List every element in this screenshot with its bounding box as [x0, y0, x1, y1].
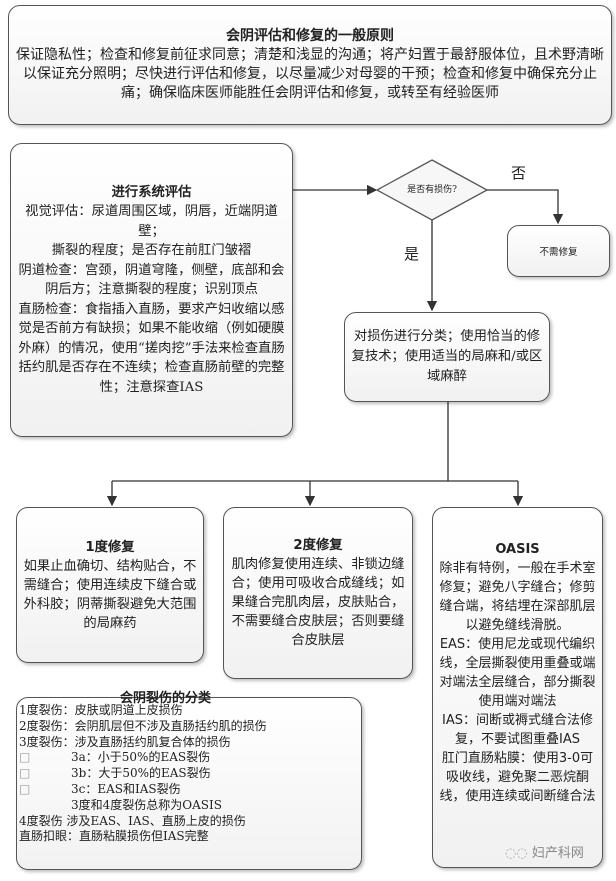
- no-repair-text: 不需修复: [539, 247, 578, 258]
- oasis-p2: EAS：使用尼龙或现代编织线，全层撕裂使用重叠或端对端法全层缝合，部分撕裂使用端…: [439, 636, 596, 709]
- degree1-box: 1度修复 如果止血确切、结构贴合，不需缝合；使用连续皮下缝合或外科胶；阴蒂撕裂避…: [16, 507, 204, 663]
- classification-row-text: 3度裂伤：涉及直肠括约肌复合体的损伤: [19, 734, 231, 749]
- principles-body: 保证隐私性；检查和修复前征求同意；清楚和浅显的沟通；将产妇置于最舒服体位，且术野…: [16, 47, 604, 101]
- degree1-title: 1度修复: [85, 539, 135, 555]
- decision-question: 是否有损伤?: [407, 185, 457, 195]
- oasis-p3: IAS：间断或褥式缝合法修复，不要试图重叠IAS: [442, 712, 593, 747]
- classification-row-text: 3度和4度裂伤总称为OASIS: [71, 797, 222, 812]
- watermark-text: 妇产科网: [531, 846, 584, 861]
- classification-row-text: 3b：大于50%的EAS裂伤: [71, 766, 211, 781]
- assessment-title: 进行系统评估: [111, 184, 192, 200]
- degree2-title: 2度修复: [293, 538, 343, 553]
- no-label: 否: [511, 164, 527, 182]
- oasis-title: OASIS: [495, 541, 540, 557]
- classification-row: 2度裂伤：会阴肌层但不涉及直肠括约肌的损伤: [19, 719, 359, 735]
- watermark: ◌◌ 妇产科网: [505, 842, 584, 861]
- classification-row: 直肠扣眼：直肠粘膜损伤但IAS完整: [19, 829, 359, 845]
- classification-row: 1度裂伤：皮肤或阴道上皮损伤: [19, 703, 359, 719]
- checkbox-bullet-icon: [19, 798, 71, 814]
- yes-label: 是: [404, 245, 420, 263]
- classification-row-text: 4度裂伤 涉及EAS、IAS、直肠上皮的损伤: [19, 813, 246, 828]
- classification-row: 4度裂伤 涉及EAS、IAS、直肠上皮的损伤: [19, 814, 359, 830]
- checkbox-bullet-icon: □: [19, 750, 31, 765]
- oasis-p1: 除非有特例，一般在手术室修复；避免八字缝合；修剪缝合端，将结埋在深部肌层以避免缝…: [439, 560, 596, 633]
- principles-box: 会阴评估和修复的一般原则 保证隐私性；检查和修复前征求同意；清楚和浅显的沟通；将…: [8, 5, 612, 125]
- no-repair-box: 不需修复: [507, 225, 610, 277]
- wechat-icon: ◌◌: [505, 846, 532, 861]
- degree2-box: 2度修复 肌肉修复使用连续、非锁边缝合；使用可吸收合成缝线；如果缝合完肌肉层，皮…: [223, 507, 413, 679]
- checkbox-bullet-icon: □: [19, 781, 31, 796]
- classify-text: 对损伤进行分类；使用恰当的修复技术；使用适当的局麻和/或区域麻醉: [351, 329, 543, 384]
- classification-row: □ 3b：大于50%的EAS裂伤: [19, 766, 359, 782]
- classification-row-text: 1度裂伤：皮肤或阴道上皮损伤: [19, 703, 183, 717]
- degree1-body: 如果止血确切、结构贴合，不需缝合；使用连续皮下缝合或外科胶；阴蒂撕裂避免大范围的…: [23, 558, 197, 631]
- classification-row-text: 3a：小于50%的EAS裂伤: [71, 750, 211, 765]
- assessment-box: 进行系统评估 视觉评估：尿道周围区域，阴唇，近端阴道壁； 撕裂的程度；是否存在前…: [10, 143, 293, 437]
- checkbox-bullet-icon: □: [19, 766, 31, 781]
- classification-row: □ 3c：EAS和IAS裂伤: [19, 782, 359, 798]
- classification-row: □ 3a：小于50%的EAS裂伤: [19, 750, 359, 766]
- principles-title: 会阴评估和修复的一般原则: [226, 28, 394, 44]
- oasis-p4: 肛门直肠粘膜：使用3-0可吸收线，避免聚二恶烷酮线，使用连续或间断缝合法: [439, 750, 596, 804]
- classification-title: 会阴裂伤的分类: [120, 691, 212, 706]
- classify-box: 对损伤进行分类；使用恰当的修复技术；使用适当的局麻和/或区域麻醉: [344, 312, 550, 402]
- oasis-box: OASIS 除非有特例，一般在手术室修复；避免八字缝合；修剪缝合端，将结埋在深部…: [432, 507, 603, 868]
- classification-row-text: 2度裂伤：会阴肌层但不涉及直肠括约肌的损伤: [19, 718, 267, 733]
- assessment-body: 视觉评估：尿道周围区域，阴唇，近端阴道壁； 撕裂的程度；是否存在前肛门皱褶 阴道…: [18, 204, 285, 395]
- classification-row-text: 3c：EAS和IAS裂伤: [71, 781, 181, 796]
- classification-row: 3度和4度裂伤总称为OASIS: [19, 798, 359, 814]
- degree2-body: 肌肉修复使用连续、非锁边缝合；使用可吸收合成缝线；如果缝合完肌肉层，皮肤贴合，不…: [231, 557, 405, 648]
- classification-row: 3度裂伤：涉及直肠括约肌复合体的损伤: [19, 735, 359, 751]
- arrow-no: [487, 189, 564, 225]
- classification-row-text: 直肠扣眼：直肠粘膜损伤但IAS完整: [19, 829, 209, 844]
